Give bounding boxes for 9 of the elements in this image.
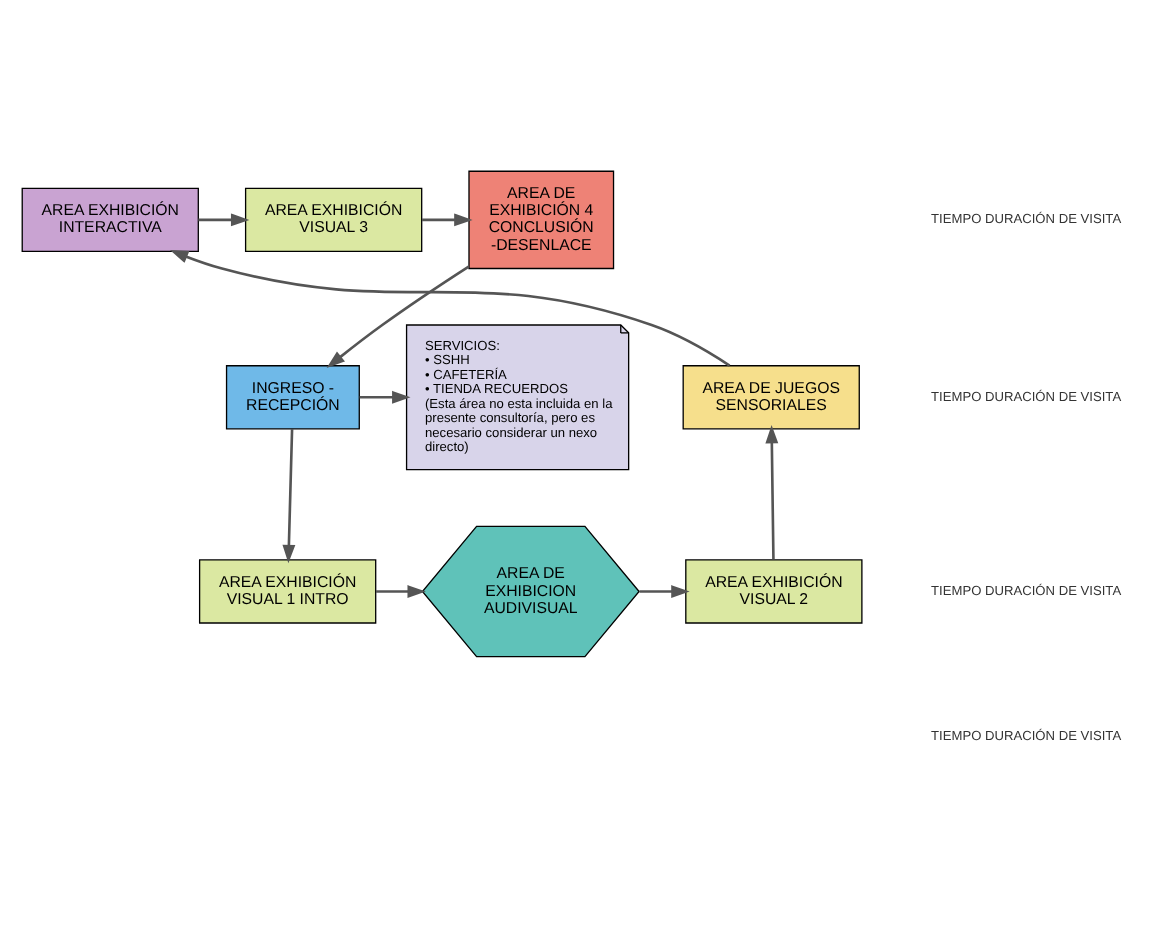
arrow	[765, 424, 779, 560]
arrow	[169, 250, 731, 367]
arrow	[422, 213, 473, 227]
arrow	[198, 213, 250, 227]
arrow	[326, 265, 470, 368]
arrow	[639, 585, 690, 598]
arrow	[375, 585, 426, 598]
arrow	[359, 390, 411, 404]
arrow	[282, 428, 296, 564]
